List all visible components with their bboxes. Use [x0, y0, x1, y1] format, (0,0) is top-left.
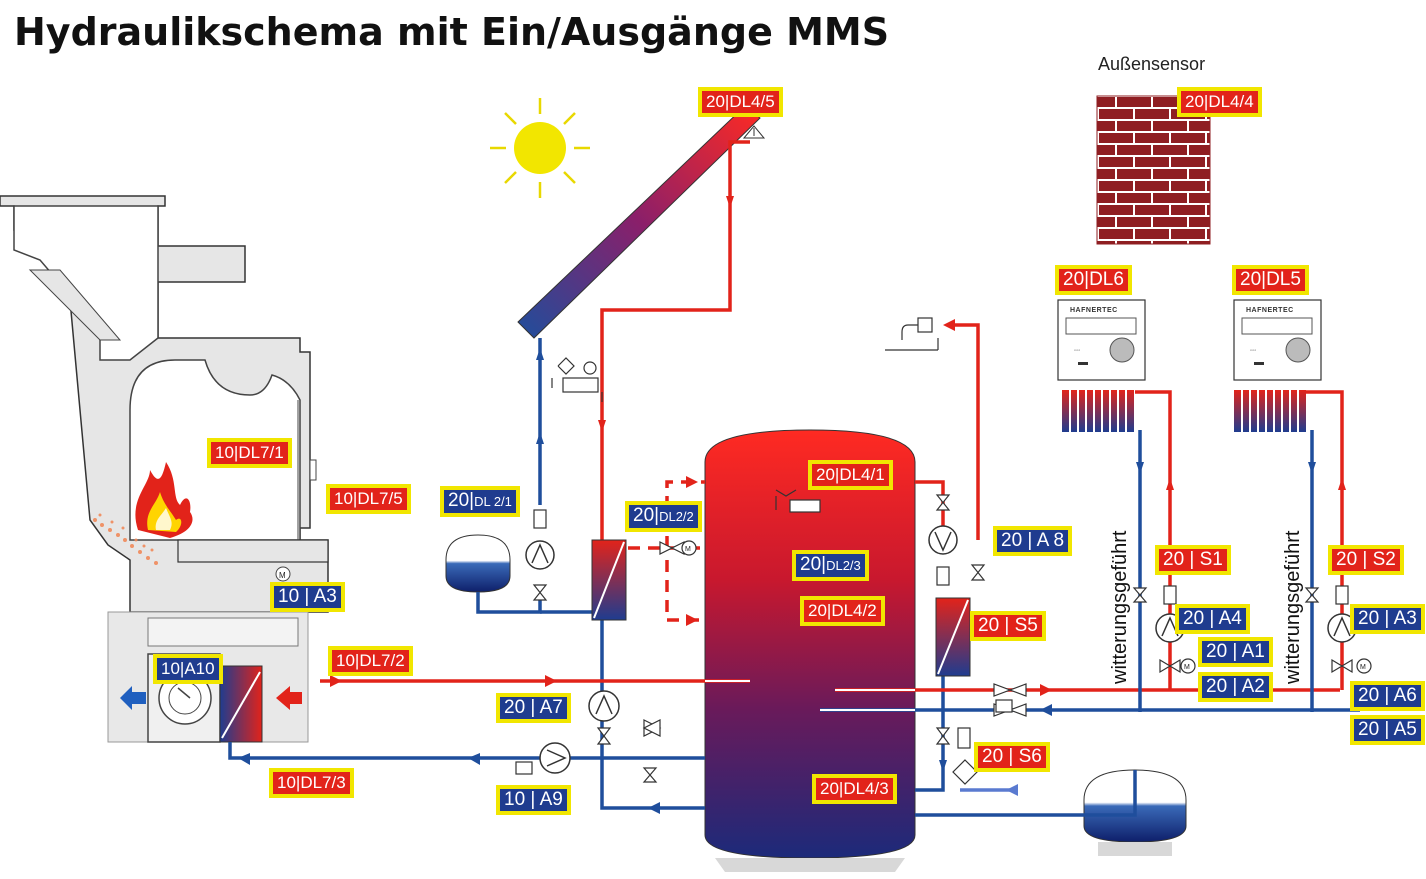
tag-dl2-1: 20|DL 2/1	[440, 486, 520, 517]
radiator-1	[1062, 390, 1134, 432]
thermostat-brand-2: HAFNERTEC	[1246, 307, 1294, 314]
tag-a3-right: 20 | A3	[1350, 604, 1425, 634]
outdoor-sensor-label: Außensensor	[1098, 54, 1206, 74]
svg-text:M: M	[685, 546, 691, 553]
tag-dl2-3-suffix: DL2/3	[826, 558, 861, 573]
tag-a8: 20 | A 8	[993, 526, 1073, 556]
tag-s5: 20 | S5	[970, 611, 1046, 641]
tag-a7: 20 | A7	[496, 693, 571, 723]
solar-collector	[517, 105, 761, 339]
outdoor-sensor-wall	[1096, 95, 1211, 245]
svg-text:M: M	[1184, 664, 1190, 671]
room-thermostat-1: ◦◦◦	[1057, 299, 1146, 381]
tag-dl4-3: 20|DL4/3	[812, 774, 897, 804]
tag-dl2-1-prefix: 20|	[448, 490, 475, 511]
tap-icon	[885, 317, 939, 351]
tag-dl2-2-prefix: 20|	[633, 505, 660, 526]
tag-dl6: 20|DL6	[1055, 265, 1132, 295]
tag-dl2-2-suffix: DL2/2	[659, 509, 694, 524]
tag-a6: 20 | A6	[1350, 681, 1425, 711]
tag-dl2-2: 20|DL2/2	[625, 501, 702, 532]
tag-dl4-2: 20|DL4/2	[800, 596, 885, 626]
tag-a9: 10 | A9	[496, 785, 571, 815]
tag-dl4-5: 20|DL4/5	[698, 87, 783, 117]
tag-a1: 20 | A1	[1198, 637, 1273, 667]
weather-controlled-label-1: witterungsgeführt	[1109, 530, 1131, 684]
tag-s1: 20 | S1	[1155, 545, 1231, 575]
room-thermostat-2: ◦◦◦	[1233, 299, 1322, 381]
sun-icon	[490, 98, 590, 198]
tag-dl7-3: 10|DL7/3	[269, 768, 354, 798]
buffer-tank	[704, 429, 916, 872]
tag-dl2-3-prefix: 20|	[800, 554, 827, 575]
svg-text:◦◦◦: ◦◦◦	[1074, 348, 1080, 354]
tag-s2: 20 | S2	[1328, 545, 1404, 575]
tag-dl7-1: 10|DL7/1	[207, 438, 292, 468]
tag-dl7-2: 10|DL7/2	[328, 646, 413, 676]
weather-controlled-label-2: witterungsgeführt	[1282, 530, 1304, 684]
tag-a2: 20 | A2	[1198, 672, 1273, 702]
tag-dl4-1: 20|DL4/1	[808, 460, 893, 490]
tag-a4: 20 | A4	[1175, 604, 1250, 634]
svg-text:◦◦◦: ◦◦◦	[1250, 348, 1256, 354]
air-vent-icon	[742, 125, 766, 139]
tag-dl4-4: 20|DL4/4	[1177, 87, 1262, 117]
expansion-vessel-left	[445, 534, 511, 593]
tag-dl2-3: 20|DL2/3	[792, 550, 869, 581]
tag-dl7-5: 10|DL7/5	[326, 484, 411, 514]
fire-icon	[135, 462, 193, 538]
thermostat-brand-1: HAFNERTEC	[1070, 307, 1118, 314]
tag-a10: 10|A10	[153, 654, 223, 684]
svg-text:M: M	[279, 571, 286, 580]
radiator-2	[1234, 390, 1306, 432]
tag-dl2-1-suffix: DL 2/1	[474, 494, 512, 509]
tag-s6: 20 | S6	[974, 742, 1050, 772]
tag-dl5: 20|DL5	[1232, 265, 1309, 295]
page-title: Hydraulikschema mit Ein/Ausgänge MMS	[14, 10, 890, 54]
tag-a5: 20 | A5	[1350, 715, 1425, 745]
tag-a3-left: 10 | A3	[270, 582, 345, 612]
svg-text:M: M	[1360, 664, 1366, 671]
